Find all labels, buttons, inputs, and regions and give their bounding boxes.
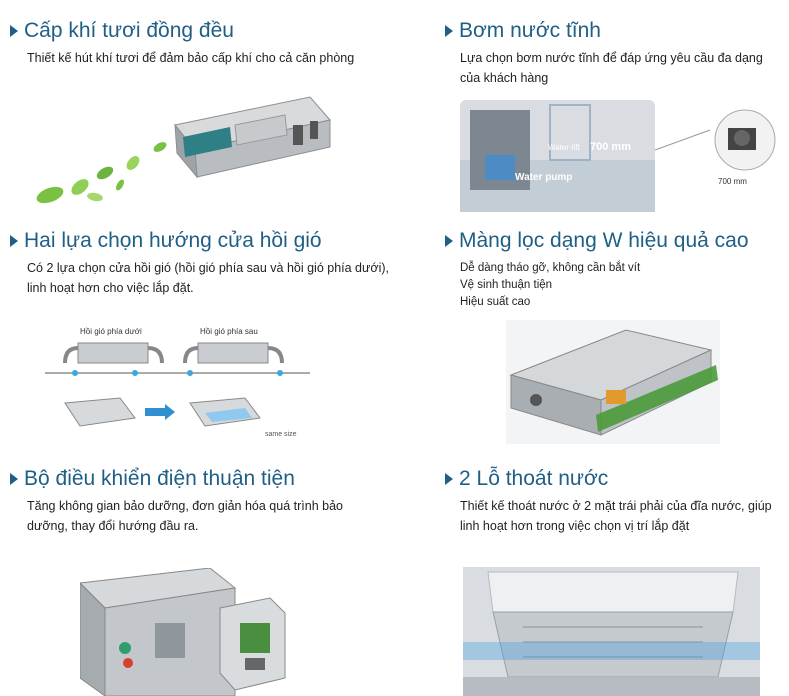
section-desc: Tăng không gian bảo dưỡng, đơn giản hóa … xyxy=(27,499,343,533)
section-desc: Có 2 lựa chọn cửa hồi gió (hồi gió phía … xyxy=(27,261,389,295)
dimension-label: 700 mm xyxy=(718,177,747,186)
control-box-image xyxy=(80,568,290,696)
section-desc: Thiết kế hút khí tươi để đảm bảo cấp khí… xyxy=(27,51,355,65)
bullet-triangle-icon xyxy=(445,235,453,247)
arrow-right-icon xyxy=(145,404,175,420)
section-title: Bơm nước tĩnh xyxy=(445,18,785,44)
bullet-triangle-icon xyxy=(445,473,453,485)
section-w-filter: Màng lọc dạng W hiệu quả cao Dễ dàng thá… xyxy=(445,228,785,311)
leaf-icon xyxy=(36,142,167,204)
drain-unit-image xyxy=(463,567,760,696)
bullet-triangle-icon xyxy=(445,25,453,37)
section-title: Màng lọc dạng W hiệu quả cao xyxy=(445,228,785,254)
section-title: 2 Lỗ thoát nước xyxy=(445,466,785,492)
list-item: Vệ sinh thuận tiện xyxy=(460,279,553,291)
section-drain-holes: 2 Lỗ thoát nước Thiết kế thoát nước ở 2 … xyxy=(445,466,785,536)
bullet-triangle-icon xyxy=(10,25,18,37)
section-electric-control: Bộ điều khiển điện thuận tiện Tăng không… xyxy=(10,466,410,536)
fresh-air-unit-image xyxy=(25,85,345,215)
label-bottom-return: Hồi gió phía dưới xyxy=(80,327,142,336)
section-title: Bộ điều khiển điện thuận tiện xyxy=(10,466,410,492)
section-water-pump: Bơm nước tĩnh Lựa chọn bơm nước tĩnh để … xyxy=(445,18,785,88)
section-return-air: Hai lựa chọn hướng cửa hồi gió Có 2 lựa … xyxy=(10,228,410,298)
bullet-list: Dễ dàng tháo gỡ, không cần bắt vít Vệ si… xyxy=(445,260,785,311)
list-item: Dễ dàng tháo gỡ, không cần bắt vít xyxy=(460,262,641,274)
water-lift-label: Water-lift xyxy=(548,143,580,152)
water-lift-value: 700 mm xyxy=(590,141,631,153)
section-title: Hai lựa chọn hướng cửa hồi gió xyxy=(10,228,410,254)
same-size-label: same size xyxy=(265,431,297,438)
section-title: Cấp khí tươi đồng đều xyxy=(10,18,380,44)
w-filter-unit-image xyxy=(506,320,720,444)
label-rear-return: Hồi gió phía sau xyxy=(200,327,258,336)
bullet-triangle-icon xyxy=(10,235,18,247)
list-item: Hiệu suất cao xyxy=(460,296,531,308)
return-air-diagram: Hồi gió phía dưới Hồi gió phía sau same … xyxy=(40,318,320,443)
section-desc: Lựa chọn bơm nước tĩnh để đáp ứng yêu cầ… xyxy=(460,51,763,85)
section-desc: Thiết kế thoát nước ở 2 mặt trái phải củ… xyxy=(460,499,772,533)
section-fresh-air: Cấp khí tươi đồng đều Thiết kế hút khí t… xyxy=(10,18,380,68)
water-pump-image: Water-lift 700 mm Water pump 700 mm xyxy=(460,100,780,212)
bullet-triangle-icon xyxy=(10,473,18,485)
water-pump-label: Water pump xyxy=(515,172,572,183)
